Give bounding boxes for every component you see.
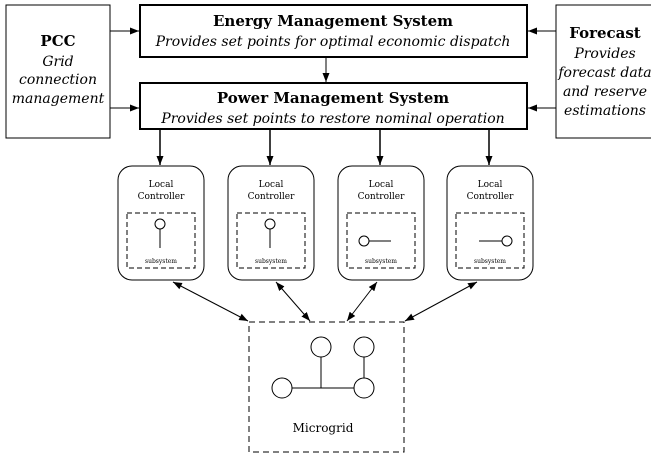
controller-1-subsystem-box <box>126 212 196 269</box>
controller-3-label-line2: Controller <box>358 192 406 202</box>
forecast-box: Forecast Provides forecast data and rese… <box>555 4 651 139</box>
controller-1-node-icon <box>154 218 166 230</box>
controller-4-subsystem-label: subsystem <box>474 258 506 265</box>
controller-2-node-icon <box>264 218 276 230</box>
controller-3-label-line1: Local <box>369 180 394 190</box>
controller-1-label-line1: Local <box>149 180 174 190</box>
controller-2-subsystem-label: subsystem <box>255 258 287 265</box>
controller-3-node-icon <box>358 235 370 247</box>
forecast-title: Forecast <box>569 24 641 42</box>
forecast-line-4: estimations <box>564 103 646 119</box>
microgrid-box: Microgrid <box>248 321 405 453</box>
pcc-line-3: management <box>12 91 105 107</box>
pms-title: Power Management System <box>217 89 449 107</box>
controller-4-label-line2: Controller <box>467 192 515 202</box>
pcc-title: PCC <box>40 32 75 50</box>
controller-4-label-line1: Local <box>478 180 503 190</box>
controller-2-label-line2: Controller <box>248 192 296 202</box>
local-controller-1: Local Controller subsystem <box>117 165 205 281</box>
arrow-controller-1-microgrid <box>172 281 249 322</box>
pms-subtitle: Provides set points to restore nominal o… <box>160 111 504 127</box>
controller-3-subsystem-box <box>346 212 416 269</box>
forecast-line-3: and reserve <box>563 84 647 100</box>
ems-subtitle: Provides set points for optimal economic… <box>155 34 511 50</box>
controller-2-subsystem-box <box>236 212 306 269</box>
controller-4-node-icon <box>501 235 513 247</box>
ems-box: Energy Management System Provides set po… <box>139 4 528 58</box>
ems-title: Energy Management System <box>213 12 453 30</box>
pms-box: Power Management System Provides set poi… <box>139 82 528 130</box>
controller-3-subsystem-label: subsystem <box>365 258 397 265</box>
forecast-line-1: Provides <box>573 46 635 62</box>
controller-4-subsystem-box <box>455 212 525 269</box>
pcc-box: PCC Grid connection management <box>5 4 111 139</box>
arrow-controller-3-microgrid <box>346 281 378 322</box>
arrow-controller-2-microgrid <box>275 281 311 322</box>
pcc-line-2: connection <box>19 72 97 88</box>
controller-1-subsystem-label: subsystem <box>145 258 177 265</box>
microgrid-label: Microgrid <box>293 421 354 435</box>
local-controller-4: Local Controller subsystem <box>446 165 534 281</box>
local-controller-2: Local Controller subsystem <box>227 165 315 281</box>
forecast-line-2: forecast data <box>557 65 651 81</box>
controller-2-label-line1: Local <box>259 180 284 190</box>
microgrid-network-icon <box>271 336 375 399</box>
pcc-line-1: Grid <box>42 54 73 70</box>
local-controller-3: Local Controller subsystem <box>337 165 425 281</box>
controller-1-label-line2: Controller <box>138 192 186 202</box>
arrow-controller-4-microgrid <box>404 281 478 322</box>
